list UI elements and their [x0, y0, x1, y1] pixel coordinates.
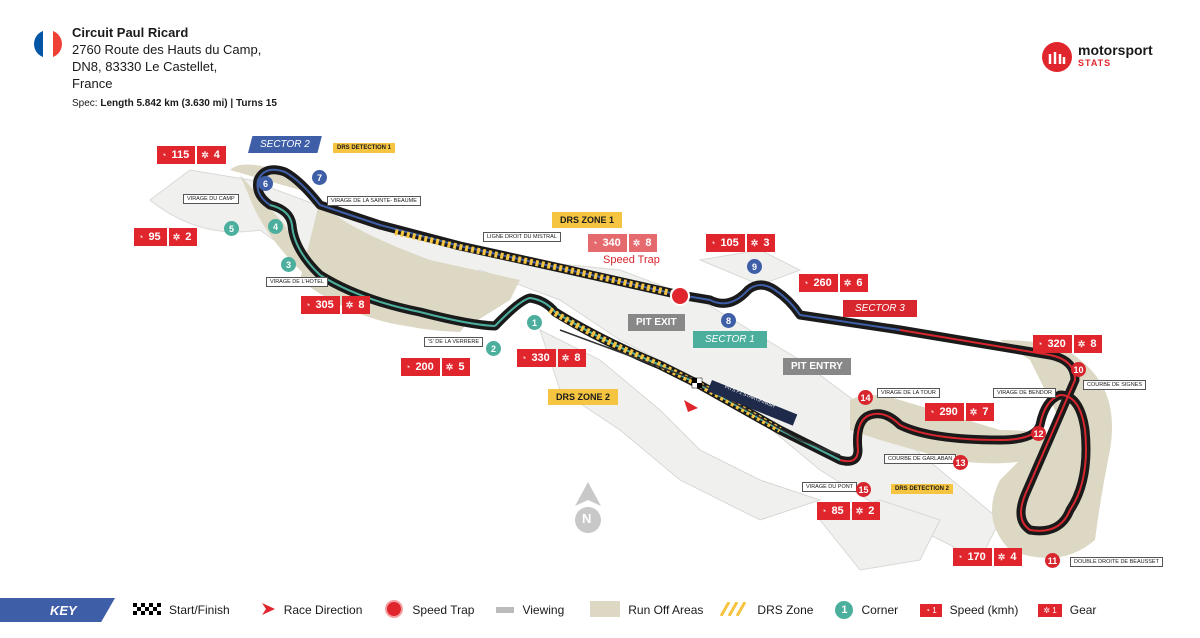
corner-marker: 5 — [224, 221, 239, 236]
corner-name-label: VIRAGE DE LA SAINTE- BEAUME — [327, 196, 421, 206]
corner-marker: 15 — [856, 482, 871, 497]
drs-stripe-icon — [719, 600, 749, 619]
france-flag-icon — [34, 30, 62, 58]
speed-gear-badge: ◔170✲4 — [953, 548, 1023, 566]
corner-name-label: DOUBLE DROITE DE BEAUSSET — [1070, 557, 1163, 567]
corner-name-label: VIRAGE DE L'HOTEL — [266, 277, 328, 287]
circuit-address: 2760 Route des Hauts du Camp, DN8, 83330… — [72, 42, 262, 91]
drs-zone-1-stripe — [394, 229, 681, 298]
speed-gear-badge: ◔95✲2 — [134, 228, 198, 246]
pit-entry-label: PIT ENTRY — [783, 358, 851, 375]
start-finish-marker — [691, 377, 703, 389]
corner-name-label: VIRAGE DE BENDOR — [993, 388, 1057, 398]
pit-lane — [559, 329, 841, 456]
map-key: KEY Start/Finish Race Direction Speed Tr… — [0, 593, 1200, 627]
corner-marker: 9 — [747, 259, 762, 274]
speed-gear-badge: ◔105✲3 — [706, 234, 776, 252]
corner-marker: 8 — [721, 313, 736, 328]
corner-marker: 13 — [953, 455, 968, 470]
sector-1-label: SECTOR 1 — [693, 331, 767, 348]
speed-icon: ◔ 1 — [920, 603, 942, 617]
corner-marker: 4 — [268, 219, 283, 234]
circuit-spec: Spec: Length 5.842 km (3.630 mi) | Turns… — [72, 98, 277, 109]
corner-marker: 3 — [281, 257, 296, 272]
speed-trap-icon — [384, 599, 404, 622]
speed-gear-badge: ◔320✲8 — [1033, 335, 1103, 353]
speed-gear-badge: ◔260✲6 — [799, 274, 869, 292]
key-speed-trap: Speed Trap — [384, 599, 474, 622]
motorsport-stats-logo: motorsport STATS — [1042, 42, 1153, 72]
key-corner: 1 Corner — [835, 601, 898, 619]
speed-gear-badge: ◔85✲2 — [817, 502, 881, 520]
speed-gear-badge: ◔305✲8 — [301, 296, 371, 314]
corner-marker: 12 — [1031, 426, 1046, 441]
drs-zone-1-label: DRS ZONE 1 — [552, 212, 623, 228]
circuit-title: Circuit Paul Ricard — [72, 25, 189, 40]
run-off-icon — [590, 600, 621, 620]
key-run-off: Run Off Areas — [590, 600, 703, 620]
speed-trap-marker — [670, 286, 690, 306]
speed-gear-badge: ◔200✲5 — [401, 358, 471, 376]
drs-detection-1-label: DRS DETECTION 1 — [333, 143, 396, 153]
race-direction-arrow — [684, 400, 698, 412]
corner-marker: 7 — [312, 170, 327, 185]
sector-2-label: SECTOR 2 — [248, 136, 322, 153]
key-race-direction: Race Direction — [260, 602, 362, 619]
key-gear: ✲ 1 Gear — [1038, 603, 1096, 617]
checkered-flag-icon — [133, 602, 161, 618]
drs-detection-2-label: DRS DETECTION 2 — [891, 484, 954, 494]
speed-gear-badge: ◔330✲8 — [517, 349, 587, 367]
north-arrow-icon: N — [571, 480, 605, 535]
key-title: KEY — [0, 598, 115, 622]
drs-zone-2-stripe — [548, 307, 782, 433]
drs-zone-2-label: DRS ZONE 2 — [548, 389, 619, 405]
key-start-finish: Start/Finish — [133, 602, 230, 618]
corner-marker: 1 — [527, 315, 542, 330]
motorsport-logo-icon — [1042, 42, 1072, 72]
corner-name-label: VIRAGE DE LA TOUR — [877, 388, 940, 398]
key-viewing: Viewing — [496, 603, 564, 617]
corner-marker: 11 — [1045, 553, 1060, 568]
speed-gear-badge: ◔115✲4 — [157, 146, 226, 164]
gear-icon: ✲ 1 — [1038, 603, 1062, 617]
speed-trap-label: Speed Trap — [603, 254, 660, 266]
viewing-icon — [496, 603, 515, 617]
corner-name-label: 'S' DE LA VERRERE — [424, 337, 484, 347]
corner-name-label: VIRAGE DU CAMP — [183, 194, 239, 204]
sector-3-label: SECTOR 3 — [843, 300, 917, 317]
pit-exit-label: PIT EXIT — [628, 314, 685, 331]
pit-building — [707, 379, 798, 426]
corner-name-label: VIRAGE DU PONT — [802, 482, 858, 492]
corner-marker: 2 — [486, 341, 501, 356]
speed-gear-badge: ◔290✲7 — [925, 403, 995, 421]
corner-name-label: COURBE DE GARLABAN — [884, 454, 957, 464]
corner-name-label: LIGNE DROIT DU MISTRAL — [483, 232, 561, 242]
key-speed: ◔ 1 Speed (kmh) — [920, 603, 1018, 617]
corner-marker: 10 — [1071, 362, 1086, 377]
corner-icon: 1 — [835, 601, 854, 619]
corner-marker: 14 — [858, 390, 873, 405]
corner-name-label: COURBE DE SIGNES — [1083, 380, 1147, 390]
arrow-icon — [260, 602, 276, 619]
speed-gear-badge: ◔340✲8 — [588, 234, 658, 252]
key-drs-zone: DRS Zone — [719, 600, 813, 619]
corner-marker: 6 — [258, 176, 273, 191]
